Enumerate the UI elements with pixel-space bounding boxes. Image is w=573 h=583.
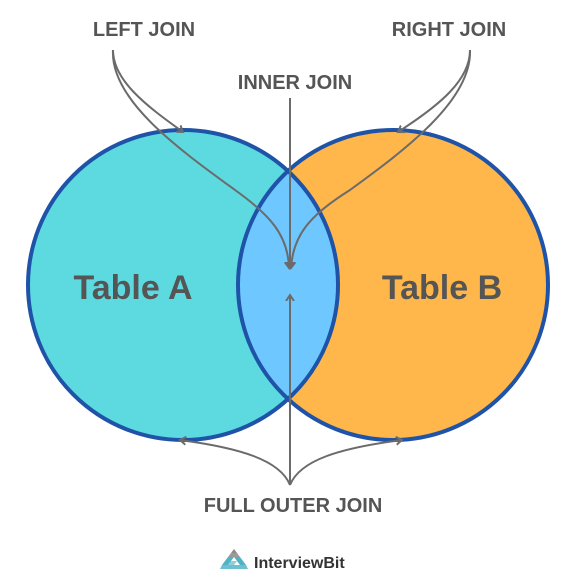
- right-join-label: RIGHT JOIN: [392, 19, 506, 41]
- table-b-label: Table B: [382, 269, 502, 307]
- interviewbit-pyramid-icon: [220, 549, 248, 569]
- left-join-label: LEFT JOIN: [93, 19, 195, 41]
- right-join-arrows: [291, 49, 472, 268]
- table-b-outline: [236, 128, 550, 442]
- table-a-label: Table A: [73, 269, 192, 307]
- brand-name: InterviewBit: [254, 555, 345, 572]
- full-outer-join-arrows: [180, 295, 402, 486]
- left-join-arrows: [111, 49, 289, 268]
- full-outer-join-label: FULL OUTER JOIN: [204, 495, 383, 517]
- inner-join-label: INNER JOIN: [238, 72, 352, 94]
